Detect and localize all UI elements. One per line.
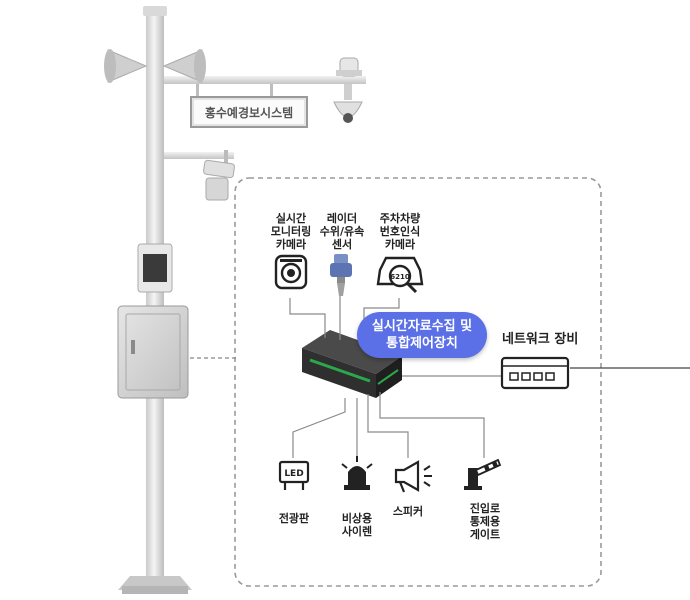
input-label-radar-sensor: 레이더 수위/유속 센서 <box>319 212 365 251</box>
pole <box>118 6 366 594</box>
control-cabinet-icon <box>117 305 189 399</box>
cctv-camera-icon <box>274 254 308 290</box>
gate-barrier-icon <box>464 458 502 490</box>
speaker-icon <box>394 460 432 493</box>
warning-light-icon <box>336 57 362 77</box>
siren-icon <box>341 456 373 490</box>
horn-speaker-icon <box>104 49 206 83</box>
output-label-siren: 비상용 사이렌 <box>341 512 373 538</box>
input-label-plate-camera: 주차차량 번호인식 카메라 <box>379 212 421 251</box>
led-text: LED <box>284 469 303 479</box>
output-label-speaker: 스피커 <box>392 505 424 518</box>
hub-device-icon <box>302 330 402 398</box>
dome-camera-icon <box>333 84 363 123</box>
plate-text: 6210 <box>390 273 410 281</box>
hub-label: 실시간자료수집 및 통합제어장치 <box>357 312 487 358</box>
input-label-monitoring-camera: 실시간 모니터링 카메라 <box>270 212 312 251</box>
radar-sensor-icon <box>330 254 352 296</box>
license-plate-camera-icon <box>376 256 424 294</box>
network-switch-icon <box>500 356 570 390</box>
connector-lines <box>289 296 690 458</box>
led-board-icon <box>278 460 310 490</box>
network-label: 네트워크 장비 <box>502 332 579 347</box>
bracket-camera-icon <box>203 150 235 201</box>
sign-board: 홍수예경보시스템 <box>190 96 308 128</box>
pole-display-icon <box>137 243 173 293</box>
output-label-gate: 진입로 통제용 게이트 <box>469 502 501 541</box>
system-boundary <box>234 177 602 587</box>
output-label-led-board: 전광판 <box>278 512 310 525</box>
